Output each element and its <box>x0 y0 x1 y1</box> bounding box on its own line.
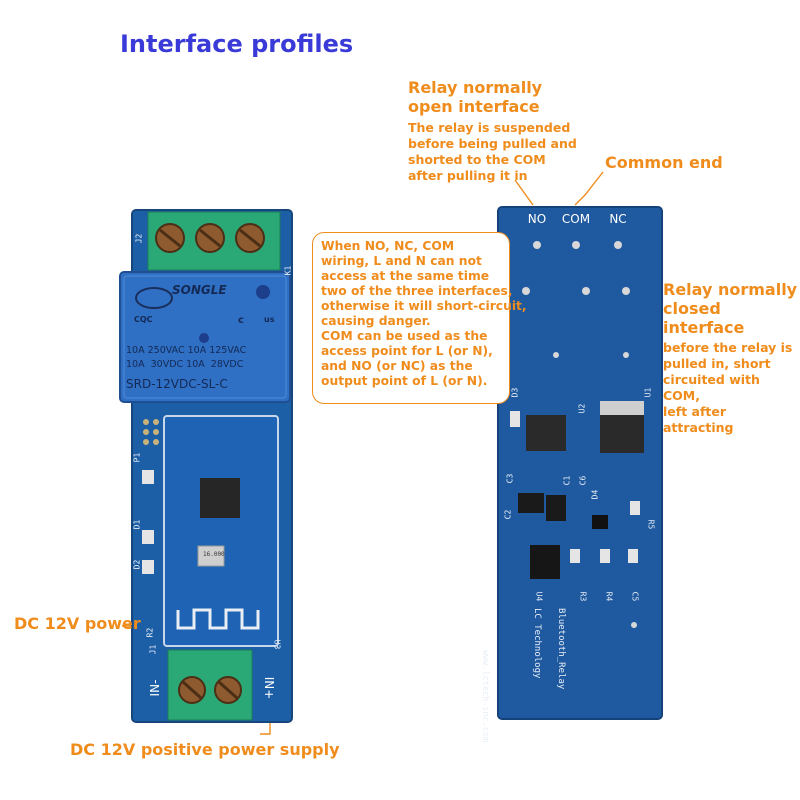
resistor-r3 <box>570 549 580 563</box>
relay-model: SRD-12VDC-SL-C <box>126 377 228 391</box>
back-pcb <box>497 206 663 720</box>
silk-url: www.lctech-inc.com <box>480 650 490 743</box>
silk-u4: U4 <box>534 591 544 602</box>
crystal-label: 16.000 <box>203 551 225 558</box>
bottom-terminal-block <box>167 649 253 721</box>
silk-p1: P1 <box>132 452 142 463</box>
no-annotation: Relay normally open interface The relay … <box>408 78 577 184</box>
led-d2 <box>142 530 154 544</box>
relay-dot-small <box>199 333 209 343</box>
no-desc-line4: after pulling it in <box>408 168 528 183</box>
silk-c2: C2 <box>503 509 513 520</box>
nc-solder-pin <box>614 241 622 249</box>
pin-nc: NC <box>609 212 627 226</box>
nc-heading-line1: Relay normally <box>663 280 798 299</box>
relay-spec-1: 10A 250VAC 10A 125VAC <box>126 345 247 356</box>
callout-line-4: two of the three interfaces, <box>321 284 513 298</box>
resistor-r4 <box>600 549 610 563</box>
silk-c3: C3 <box>505 473 515 484</box>
dc-positive-label: DC 12V positive power supply <box>70 740 340 759</box>
callout-line-7: COM can be used as the <box>321 329 488 343</box>
no-heading-line1: Relay normally <box>408 78 543 97</box>
silk-d1: D1 <box>132 519 142 530</box>
common-end-label: Common end <box>605 153 723 172</box>
silk-r4: R4 <box>604 591 614 602</box>
callout-line-2: wiring, L and N can not <box>321 254 482 268</box>
callout-line-6: causing danger. <box>321 314 431 328</box>
no-heading-line2: open interface <box>408 97 540 116</box>
silk-board-name: Bluetooth_Relay <box>556 608 566 690</box>
relay-cert-c: c <box>238 315 244 326</box>
silk-c5: C5 <box>630 591 640 602</box>
silk-c1: C1 <box>562 475 572 486</box>
transistor <box>592 515 608 529</box>
com-solder-pin <box>572 241 580 249</box>
nc-desc-line1: before the relay is <box>663 340 793 355</box>
bluetooth-module <box>163 415 279 647</box>
silk-k1: K1 <box>283 265 293 276</box>
crystal <box>197 545 225 567</box>
songle-logo-icon <box>135 287 173 309</box>
no-solder-pin <box>533 241 541 249</box>
silk-c6: C6 <box>578 475 588 486</box>
nc-heading-line2: closed interface <box>663 299 745 337</box>
page-title: Interface profiles <box>120 30 354 58</box>
silk-r5: R5 <box>646 519 656 530</box>
nc-desc-line2: pulled in, short <box>663 356 771 371</box>
silk-d4: D4 <box>590 489 600 500</box>
cap-c2 <box>518 493 544 513</box>
com-leader <box>574 171 604 206</box>
relay-brand: SONGLE <box>172 283 227 297</box>
nc-annotation: Relay normally closed interface before t… <box>663 280 800 436</box>
silk-u1: U1 <box>643 387 653 398</box>
no-leader <box>514 179 534 206</box>
no-desc-line3: shorted to the COM <box>408 152 546 167</box>
nc-desc-line3: circuited with COM, <box>663 372 760 403</box>
cap-c5 <box>628 549 638 563</box>
warning-callout: When NO, NC, COM wiring, L and N can not… <box>312 232 527 404</box>
antenna-trace-icon <box>176 608 260 630</box>
callout-line-1: When NO, NC, COM <box>321 239 455 253</box>
diode-d3 <box>510 411 520 427</box>
relay-spec-2: 10A 30VDC 10A 28VDC <box>126 359 244 370</box>
led-d3 <box>142 560 154 574</box>
callout-line-9: and NO (or NC) as the <box>321 359 473 373</box>
silk-d2: D2 <box>132 559 142 570</box>
ic-u4 <box>530 545 560 579</box>
no-desc-line2: before being pulled and <box>408 136 577 151</box>
relay-module <box>119 271 291 403</box>
no-desc-line1: The relay is suspended <box>408 120 571 135</box>
led-d1 <box>142 470 154 484</box>
pin-in-plus: IN+ <box>262 676 276 700</box>
top-terminal-block <box>147 211 281 271</box>
header-pads <box>143 419 159 445</box>
silk-j1: J1 <box>148 644 158 655</box>
pin-in-minus: IN- <box>148 679 162 697</box>
relay-dot <box>256 285 270 299</box>
relay-cert-cqc: CQC <box>134 315 153 324</box>
mcu-chip <box>200 478 240 518</box>
callout-line-5: otherwise it will short-circuit, <box>321 299 527 313</box>
dc-power-label: DC 12V power <box>14 614 141 633</box>
nc-desc-line4: left after attracting <box>663 404 734 435</box>
resistor-r5 <box>630 501 640 515</box>
silk-r2: R2 <box>145 627 155 638</box>
callout-line-10: output point of L (or N). <box>321 374 488 388</box>
back-board <box>497 206 663 720</box>
silk-u3: U3 <box>272 639 282 650</box>
silk-j2: J2 <box>134 233 144 244</box>
silk-u2: U2 <box>577 403 587 414</box>
silk-d3: D3 <box>510 387 520 398</box>
silk-company: LC Technology <box>532 608 542 679</box>
pin-no: NO <box>527 212 547 226</box>
regulator-u2 <box>526 415 566 451</box>
callout-line-8: access point for L (or N), <box>321 344 493 358</box>
pin-com: COM <box>561 212 591 226</box>
silk-r3: R3 <box>578 591 588 602</box>
cap-c1 <box>546 495 566 521</box>
relay-cert-us: us <box>264 315 275 324</box>
callout-line-3: access at the same time <box>321 269 490 283</box>
front-board <box>119 209 293 723</box>
